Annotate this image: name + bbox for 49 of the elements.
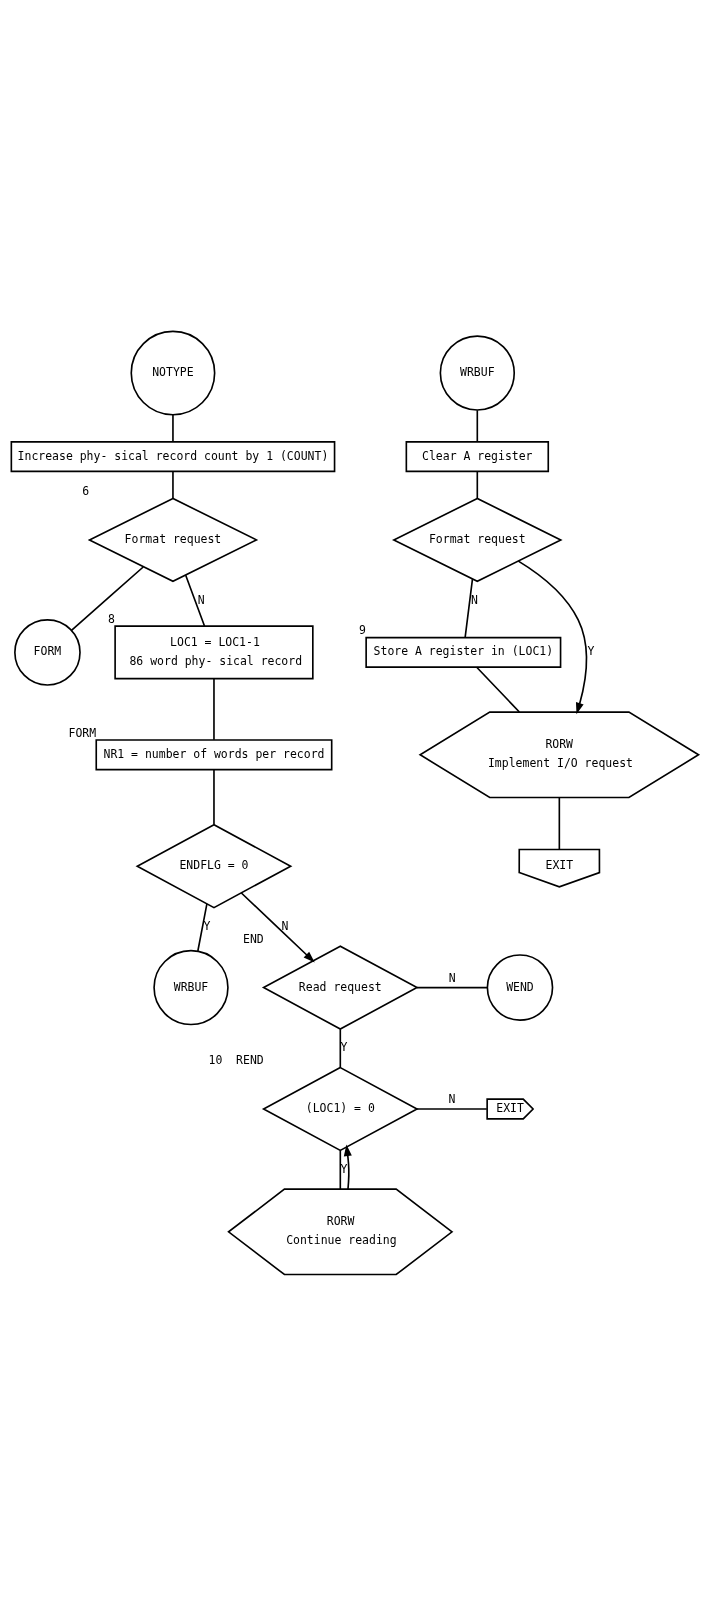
edge-label: Y <box>203 918 211 933</box>
node-label: 6 <box>82 483 90 498</box>
node-box: Store A register in (LOC1) <box>365 636 562 668</box>
connector <box>339 1149 342 1190</box>
node-label: 9 <box>359 623 366 637</box>
connector <box>339 1027 342 1068</box>
connector <box>197 902 208 952</box>
node-label: END <box>242 931 264 946</box>
edge-label: Y <box>587 643 595 658</box>
edge-label: Y <box>340 1039 348 1054</box>
connector <box>172 413 174 442</box>
node-diamond: Read request <box>261 944 419 1030</box>
connector <box>476 470 479 499</box>
node-circle: FORM <box>14 618 81 686</box>
node-circle: WRBUF <box>439 334 516 411</box>
connector <box>213 677 215 741</box>
node-box: LOC1 = LOC1-1 86 word phy- sical record <box>114 624 314 679</box>
connector <box>475 665 521 713</box>
connector <box>476 408 479 442</box>
node-label: 10 REND <box>208 1052 264 1067</box>
node-box: NR1 = number of words per record <box>95 738 333 770</box>
connector <box>213 768 215 825</box>
edge-label: Y <box>340 1161 348 1176</box>
arrow <box>240 891 315 963</box>
node-box: Increase phy- sical record count by 1 (COUNT) <box>10 440 336 472</box>
node-diamond: Format request <box>392 497 563 582</box>
node-box: Clear A register <box>405 440 550 472</box>
node-label: FORM <box>68 725 97 740</box>
connector <box>172 470 174 499</box>
edge-label: N <box>448 970 456 985</box>
node-circle: WEND <box>486 953 554 1021</box>
node-diamond: ENDFLG = 0 <box>135 823 293 909</box>
node-circle: WRBUF <box>153 949 229 1025</box>
connector <box>184 573 206 627</box>
edge-label: N <box>281 918 289 933</box>
node-diamond: (LOC1) = 0 <box>261 1066 419 1151</box>
arrow <box>343 1144 352 1190</box>
connector <box>416 986 489 988</box>
connector <box>558 796 561 850</box>
node-label: 8 <box>107 611 115 626</box>
node-circle: NOTYPE <box>130 330 216 416</box>
connector <box>416 1107 488 1110</box>
arrow <box>517 559 588 714</box>
edge-label: N <box>197 592 205 607</box>
connector <box>464 577 474 638</box>
node-diamond: Format request <box>87 497 259 582</box>
edge-label: N <box>470 592 478 607</box>
edge-label: N <box>448 1091 456 1106</box>
connector <box>70 565 145 631</box>
